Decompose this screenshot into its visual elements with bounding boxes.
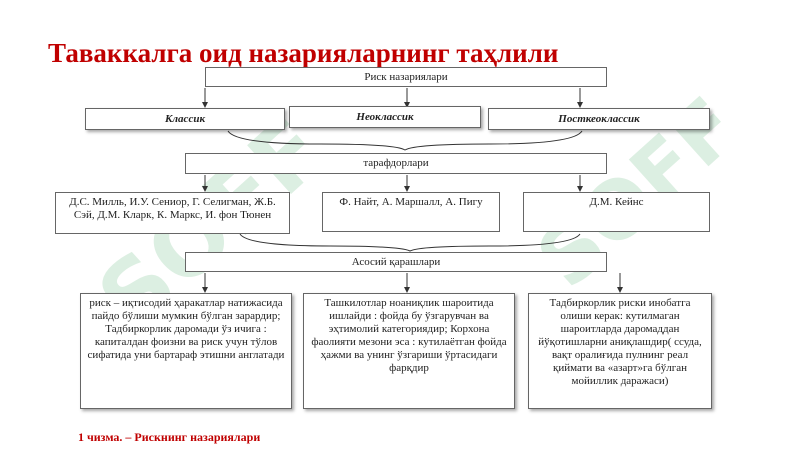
supporters-bar-label: тарафдорлари (363, 157, 429, 169)
views-neoclassic: Ташкилотлар ноаниқлик шароитида ишлайди … (303, 293, 515, 409)
views-bar: Асосий қарашлари (185, 252, 607, 272)
root-node: Риск назариялари (205, 67, 607, 87)
views-classic-text: риск – иқтисодий ҳаракатлар натижасида п… (87, 297, 285, 361)
root-node-label: Риск назариялари (364, 70, 448, 83)
supporters-postneoclassic: Д.М. Кейнс (523, 192, 710, 232)
supporters-neoclassic: Ф. Найт, А. Маршалл, А. Пигу (322, 192, 500, 232)
school-classic-label: Классик (164, 112, 206, 125)
views-bar-label: Асосий қарашлари (351, 255, 441, 268)
supporters-bar: тарафдорлари (185, 153, 607, 174)
school-neoclassic: Неоклассик (289, 106, 481, 128)
page-title: Таваккалга оид назарияларнинг таҳлили (48, 38, 559, 68)
school-postneoclassic-label: Посткеоклассик (558, 112, 640, 125)
school-neoclassic-label: Неоклассик (356, 110, 414, 123)
supporters-postneoclassic-text: Д.М. Кейнс (589, 196, 644, 208)
views-neoclassic-text: Ташкилотлар ноаниқлик шароитида ишлайди … (311, 297, 507, 374)
supporters-neoclassic-text: Ф. Найт, А. Маршалл, А. Пигу (339, 196, 483, 208)
school-postneoclassic: Посткеоклассик (488, 108, 710, 130)
views-postneoclassic: Тадбиркорлик риски инобатга олиши керак:… (528, 293, 712, 409)
school-classic: Классик (85, 108, 285, 130)
views-classic: риск – иқтисодий ҳаракатлар натижасида п… (80, 293, 292, 409)
figure-caption: 1 чизма. – Рискнинг назариялари (78, 430, 261, 444)
supporters-classic-text: Д.С. Милль, И.У. Сениор, Г. Селигман, Ж.… (69, 196, 276, 221)
supporters-classic: Д.С. Милль, И.У. Сениор, Г. Селигман, Ж.… (55, 192, 290, 234)
views-postneoclassic-text: Тадбиркорлик риски инобатга олиши керак:… (538, 297, 702, 387)
